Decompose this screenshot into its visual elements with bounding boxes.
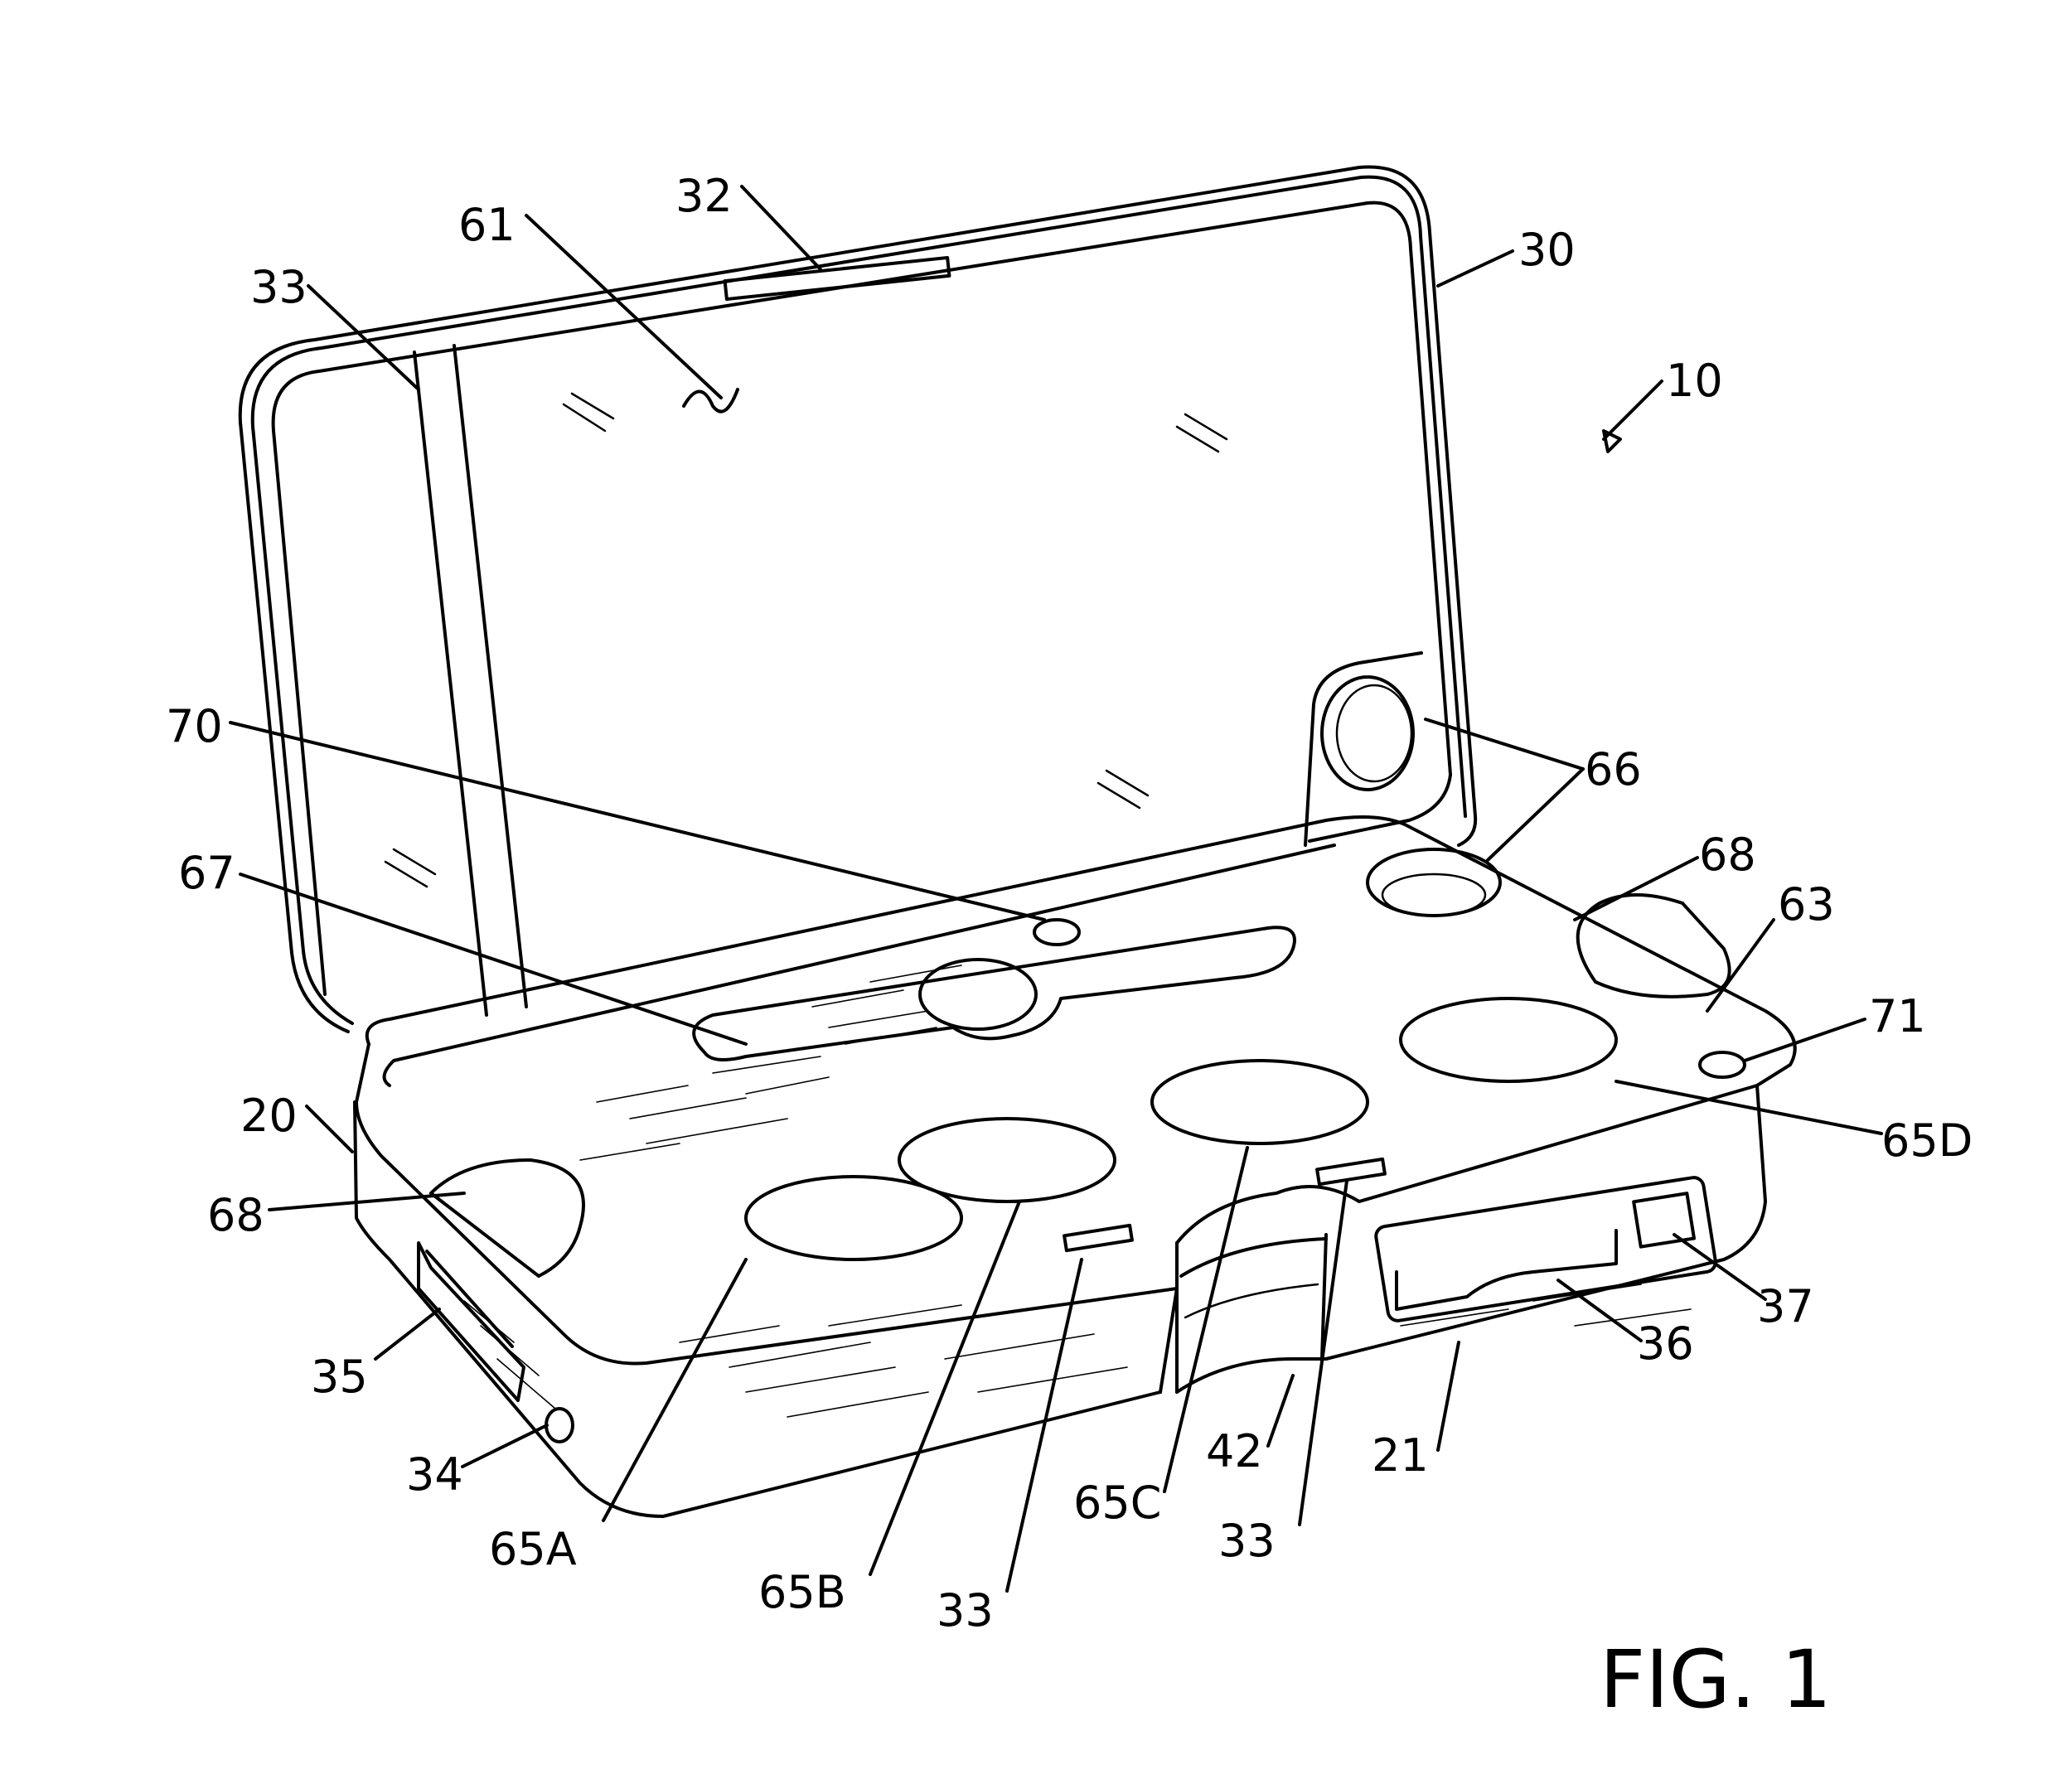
reference-numerals: 32 61 33 30 10 70 66 67 68 63 71 20 65D …: [166, 170, 1973, 1637]
disc-65a: [744, 1175, 963, 1261]
label-33-right: 33: [1218, 1515, 1276, 1567]
label-68-left: 68: [207, 1189, 264, 1241]
figure-caption: FIG. 1: [1600, 1633, 1832, 1726]
label-66: 66: [1585, 743, 1642, 795]
label-10: 10: [1666, 355, 1723, 407]
label-36: 36: [1637, 1317, 1694, 1370]
disc-65c: [1150, 1059, 1369, 1145]
label-68-right: 68: [1699, 829, 1756, 881]
label-65d: 65D: [1881, 1114, 1973, 1167]
label-33-lid: 33: [250, 261, 307, 313]
disc-65b: [898, 1117, 1116, 1203]
label-67: 67: [178, 847, 235, 899]
label-37: 37: [1757, 1280, 1814, 1332]
disc-65d: [1399, 997, 1618, 1083]
label-30: 30: [1518, 224, 1576, 276]
label-63: 63: [1778, 878, 1835, 931]
lid: [238, 165, 1478, 1033]
label-65c: 65C: [1073, 1477, 1161, 1529]
label-35: 35: [311, 1351, 368, 1403]
label-65a: 65A: [489, 1523, 577, 1575]
label-65b: 65B: [758, 1566, 846, 1618]
label-20: 20: [240, 1090, 298, 1142]
shading-lines: [463, 965, 1692, 1418]
base: [353, 815, 1797, 1518]
leader-lines: [229, 185, 1883, 1593]
label-34: 34: [406, 1448, 463, 1501]
label-61: 61: [458, 199, 516, 251]
label-71: 71: [1869, 990, 1926, 1042]
label-42: 42: [1206, 1425, 1263, 1477]
label-21: 21: [1372, 1429, 1429, 1482]
label-32: 32: [675, 170, 733, 222]
label-33-mid: 33: [937, 1584, 994, 1637]
label-70: 70: [166, 700, 223, 752]
